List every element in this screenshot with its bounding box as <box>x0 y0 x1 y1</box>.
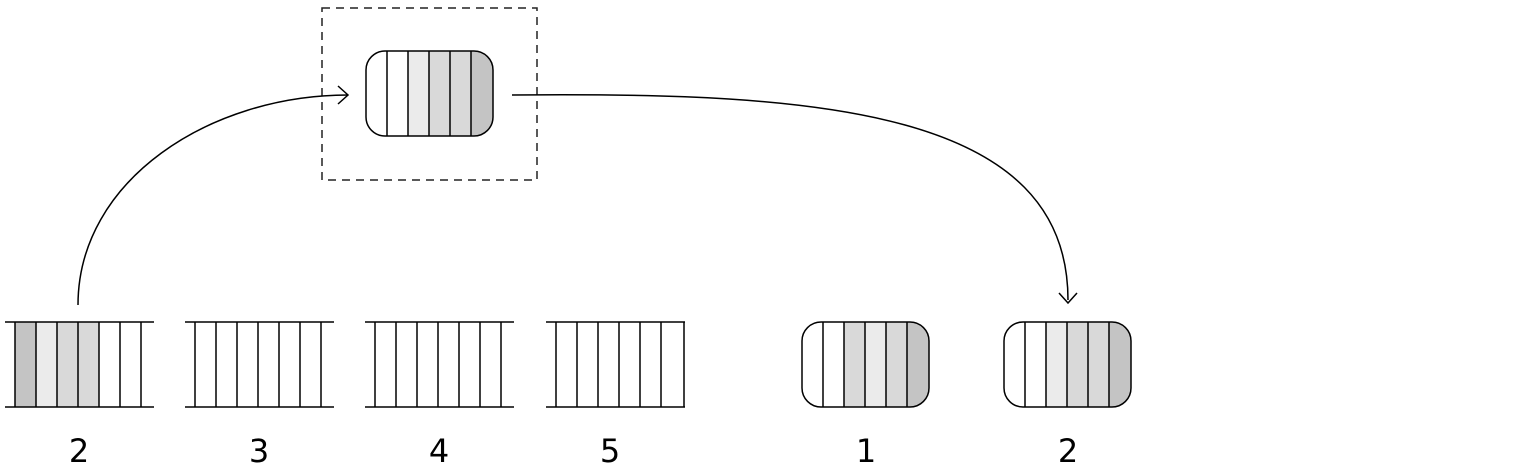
active-block <box>365 50 494 137</box>
output-block-2 <box>1003 321 1132 408</box>
label-output-2: 2 <box>1058 432 1078 470</box>
label-output-1: 1 <box>856 432 876 470</box>
active-slot-box <box>321 7 538 181</box>
queue-block-2 <box>5 321 154 408</box>
queue-block-4 <box>365 321 514 408</box>
queue-block-5 <box>546 321 685 408</box>
queue-block-3 <box>185 321 334 408</box>
label-queue-3: 3 <box>249 432 269 470</box>
arrow-to-active-head-icon <box>337 85 350 105</box>
arrow-to-output <box>511 93 1069 301</box>
label-queue-4: 4 <box>429 432 449 470</box>
label-queue-5: 5 <box>600 432 620 470</box>
arrow-to-output-head-icon <box>1058 292 1078 305</box>
label-queue-2: 2 <box>69 432 89 470</box>
arrow-to-active <box>77 94 349 306</box>
output-block-1 <box>801 321 930 408</box>
